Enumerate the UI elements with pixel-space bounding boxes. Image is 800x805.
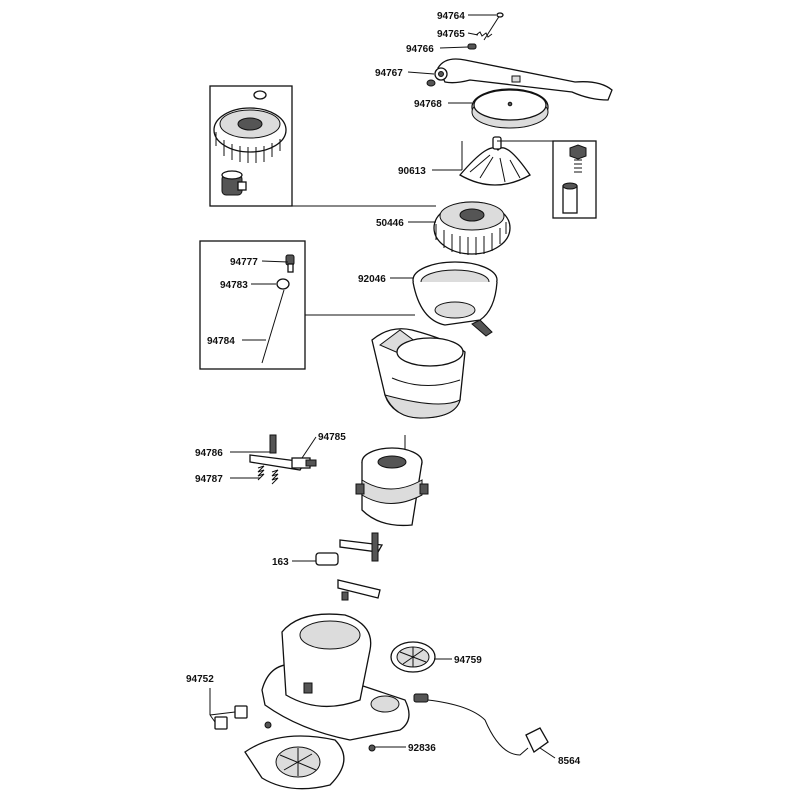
inset-cap: [276, 278, 290, 290]
cone-reamer: [458, 136, 531, 186]
inset-top-pin: [285, 254, 295, 273]
spring-screw-2: [271, 469, 279, 485]
rocker-switch-1: [234, 705, 248, 719]
inset-spacer-tube: [562, 182, 578, 214]
part-label-94767: 94767: [375, 68, 403, 79]
juice-container: [371, 328, 466, 419]
strainer-cup: [412, 261, 498, 337]
inset-rod-assembly: [199, 240, 306, 370]
inset-drive-hub: [221, 170, 247, 196]
inset-hex-nut: [569, 144, 587, 160]
motor-mount-bracket: [339, 532, 384, 562]
base-housing: [261, 613, 410, 741]
power-cord: [413, 693, 549, 756]
rocker-switch-2: [214, 716, 228, 730]
part-label-94786: 94786: [195, 448, 223, 459]
part-label-50446: 50446: [376, 218, 404, 229]
base-nut-3: [368, 744, 376, 752]
pivot-pin: [483, 12, 504, 41]
leader-lines: [209, 14, 556, 759]
part-label-94777: 94777: [230, 257, 258, 268]
pin-spring: [475, 31, 493, 38]
part-label-94768: 94768: [414, 99, 442, 110]
base-nut-1: [264, 721, 272, 729]
motor: [355, 447, 429, 527]
part-label-94785: 94785: [318, 432, 346, 443]
part-label-94766: 94766: [406, 44, 434, 55]
inset-filter-basket: [209, 85, 293, 207]
part-label-92046: 92046: [358, 274, 386, 285]
switch-block: [291, 457, 317, 469]
part-label-163: 163: [272, 557, 289, 568]
part-label-8564: 8564: [558, 756, 581, 767]
inset-filter-drum: [213, 90, 287, 163]
bottom-plate-fan: [244, 735, 345, 790]
part-label-94759: 94759: [454, 655, 482, 666]
pressure-plate: [471, 88, 549, 129]
press-lever: [434, 58, 613, 101]
switch-bracket: [249, 434, 307, 471]
inset-screw: [574, 159, 582, 173]
part-label-94765: 94765: [437, 29, 465, 40]
part-label-94764: 94764: [437, 11, 465, 22]
part-label-94783: 94783: [220, 280, 248, 291]
spring-screw-1: [257, 465, 265, 481]
part-label-92836: 92836: [408, 743, 436, 754]
capacitor: [315, 552, 339, 566]
lever-washer: [426, 79, 436, 87]
part-label-94752: 94752: [186, 674, 214, 685]
lower-switch-bracket: [337, 579, 381, 601]
small-pin: [467, 43, 477, 50]
part-label-94784: 94784: [207, 336, 235, 347]
inset-screw-spacer: [552, 140, 597, 219]
cord-reel-disc: [390, 641, 436, 673]
part-label-90613: 90613: [398, 166, 426, 177]
filter-drum: [433, 201, 511, 255]
part-label-94787: 94787: [195, 474, 223, 485]
inset-rod: [261, 289, 285, 364]
